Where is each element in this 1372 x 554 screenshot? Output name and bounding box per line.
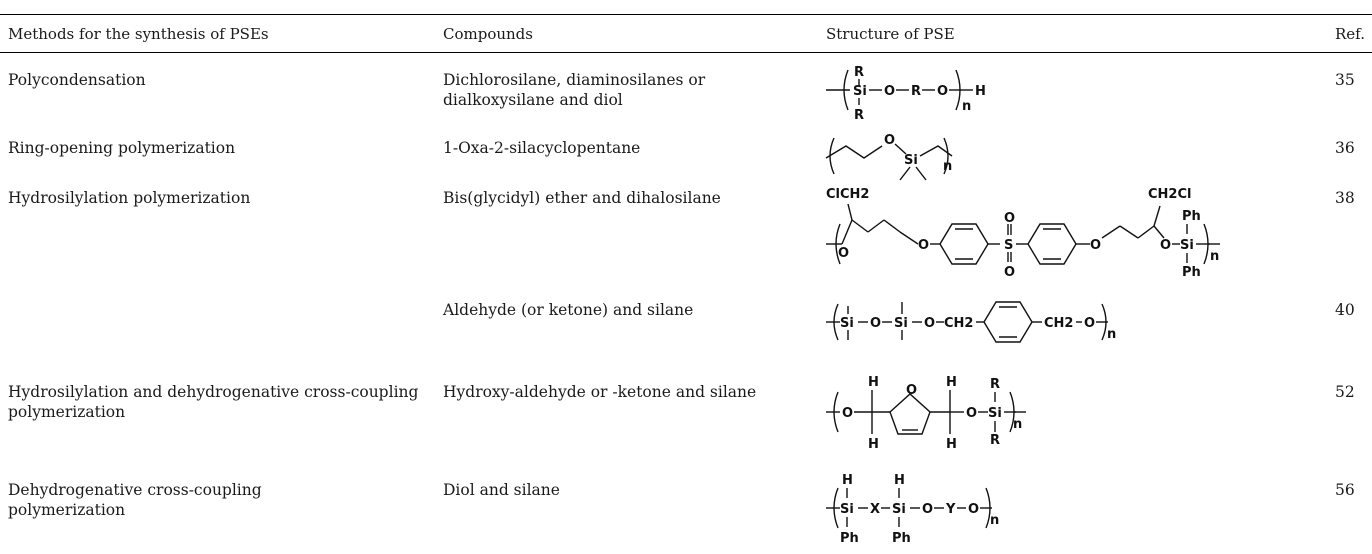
svg-text:H: H (842, 473, 853, 488)
header-structure: Structure of PSE (826, 25, 955, 43)
svg-text:O: O (937, 84, 948, 99)
svg-text:H: H (946, 375, 957, 390)
svg-text:Ph: Ph (892, 531, 911, 546)
svg-text:Si: Si (853, 84, 867, 99)
svg-text:CH2Cl: CH2Cl (1148, 187, 1191, 202)
svg-text:Si: Si (1180, 238, 1194, 253)
svg-text:O: O (842, 406, 853, 421)
svg-text:Si: Si (988, 406, 1002, 421)
svg-text:O: O (1004, 265, 1015, 280)
svg-text:H: H (946, 437, 957, 452)
table-row-6-ref: 56 (1335, 481, 1355, 499)
svg-text:H: H (868, 375, 879, 390)
svg-text:Si: Si (904, 153, 918, 168)
svg-text:n: n (990, 513, 999, 528)
header-rule (0, 52, 1372, 53)
structure-polycondensation: R Si R O R O n H (826, 65, 986, 123)
svg-text:O: O (1090, 238, 1101, 253)
table-row-4-compounds: Aldehyde (or ketone) and silane (443, 301, 694, 319)
structure-aldehyde-silane: Si O Si O CH2 CH2 O n (826, 301, 1116, 343)
structure-furan: O H H O H H O Si R R n (826, 375, 1026, 452)
svg-text:R: R (911, 84, 921, 99)
svg-text:O: O (884, 84, 895, 99)
table-row-2-method: Ring-opening polymerization (8, 139, 236, 157)
table-row-5-method: Hydrosilylation and dehydrogenative cros… (8, 383, 419, 421)
table-row-3-method: Hydrosilylation polymerization (8, 189, 251, 207)
svg-text:S: S (1004, 238, 1013, 253)
svg-text:CH2: CH2 (1044, 316, 1073, 331)
svg-text:n: n (943, 159, 952, 174)
svg-text:Ph: Ph (840, 531, 859, 546)
svg-text:ClCH2: ClCH2 (826, 187, 869, 202)
table-row-1-ref: 35 (1335, 71, 1355, 89)
svg-text:Y: Y (945, 502, 956, 517)
svg-text:O: O (922, 502, 933, 517)
svg-text:O: O (906, 383, 917, 398)
svg-text:O: O (1160, 238, 1171, 253)
svg-text:n: n (962, 99, 971, 114)
svg-text:O: O (924, 316, 935, 331)
svg-text:H: H (975, 84, 986, 99)
svg-text:O: O (838, 246, 849, 261)
table-row-5-ref: 52 (1335, 383, 1355, 401)
top-rule (0, 14, 1372, 15)
svg-text:n: n (1013, 417, 1022, 432)
svg-text:Si: Si (894, 316, 908, 331)
svg-text:R: R (854, 65, 864, 80)
svg-text:O: O (870, 316, 881, 331)
table-row-2-ref: 36 (1335, 139, 1355, 157)
table-row-6-compounds: Diol and silane (443, 481, 560, 499)
header-compounds: Compounds (443, 25, 533, 43)
table-row-3-ref: 38 (1335, 189, 1355, 207)
table-row-2-compounds: 1-Oxa-2-silacyclopentane (443, 139, 641, 157)
svg-text:Si: Si (840, 502, 854, 517)
svg-text:R: R (990, 433, 1000, 448)
svg-text:H: H (868, 437, 879, 452)
svg-text:R: R (854, 108, 864, 123)
structure-dehydrogenative: H Si Ph X H Si Ph O Y O n (826, 473, 999, 546)
header-ref: Ref. (1335, 25, 1365, 43)
svg-text:O: O (918, 238, 929, 253)
svg-text:O: O (1084, 316, 1095, 331)
svg-text:O: O (966, 406, 977, 421)
svg-text:Si: Si (840, 316, 854, 331)
svg-text:O: O (884, 133, 895, 148)
svg-text:n: n (1210, 249, 1219, 264)
structure-hydrosilylation: ClCH2 O O O S O O CH2Cl O Si Ph Ph n (826, 187, 1220, 280)
table-row-1-compounds: Dichlorosilane, diaminosilanes or dialko… (443, 71, 706, 109)
table-row-1-method: Polycondensation (8, 71, 146, 89)
svg-text:O: O (1004, 211, 1015, 226)
svg-text:X: X (870, 502, 880, 517)
svg-text:H: H (894, 473, 905, 488)
svg-text:R: R (990, 377, 1000, 392)
structure-ring-opening: O Si n (825, 133, 953, 181)
header-methods: Methods for the synthesis of PSEs (8, 25, 269, 43)
table-row-6-method: Dehydrogenative cross-coupling polymeriz… (8, 481, 262, 519)
table-row-5-compounds: Hydroxy-aldehyde or -ketone and silane (443, 383, 757, 401)
svg-text:Si: Si (892, 502, 906, 517)
svg-text:n: n (1107, 327, 1116, 342)
svg-text:O: O (968, 502, 979, 517)
table-row-4-ref: 40 (1335, 301, 1355, 319)
table-row-3-compounds: Bis(glycidyl) ether and dihalosilane (443, 189, 721, 207)
svg-text:Ph: Ph (1182, 209, 1201, 224)
svg-text:CH2: CH2 (944, 316, 973, 331)
svg-text:Ph: Ph (1182, 265, 1201, 280)
